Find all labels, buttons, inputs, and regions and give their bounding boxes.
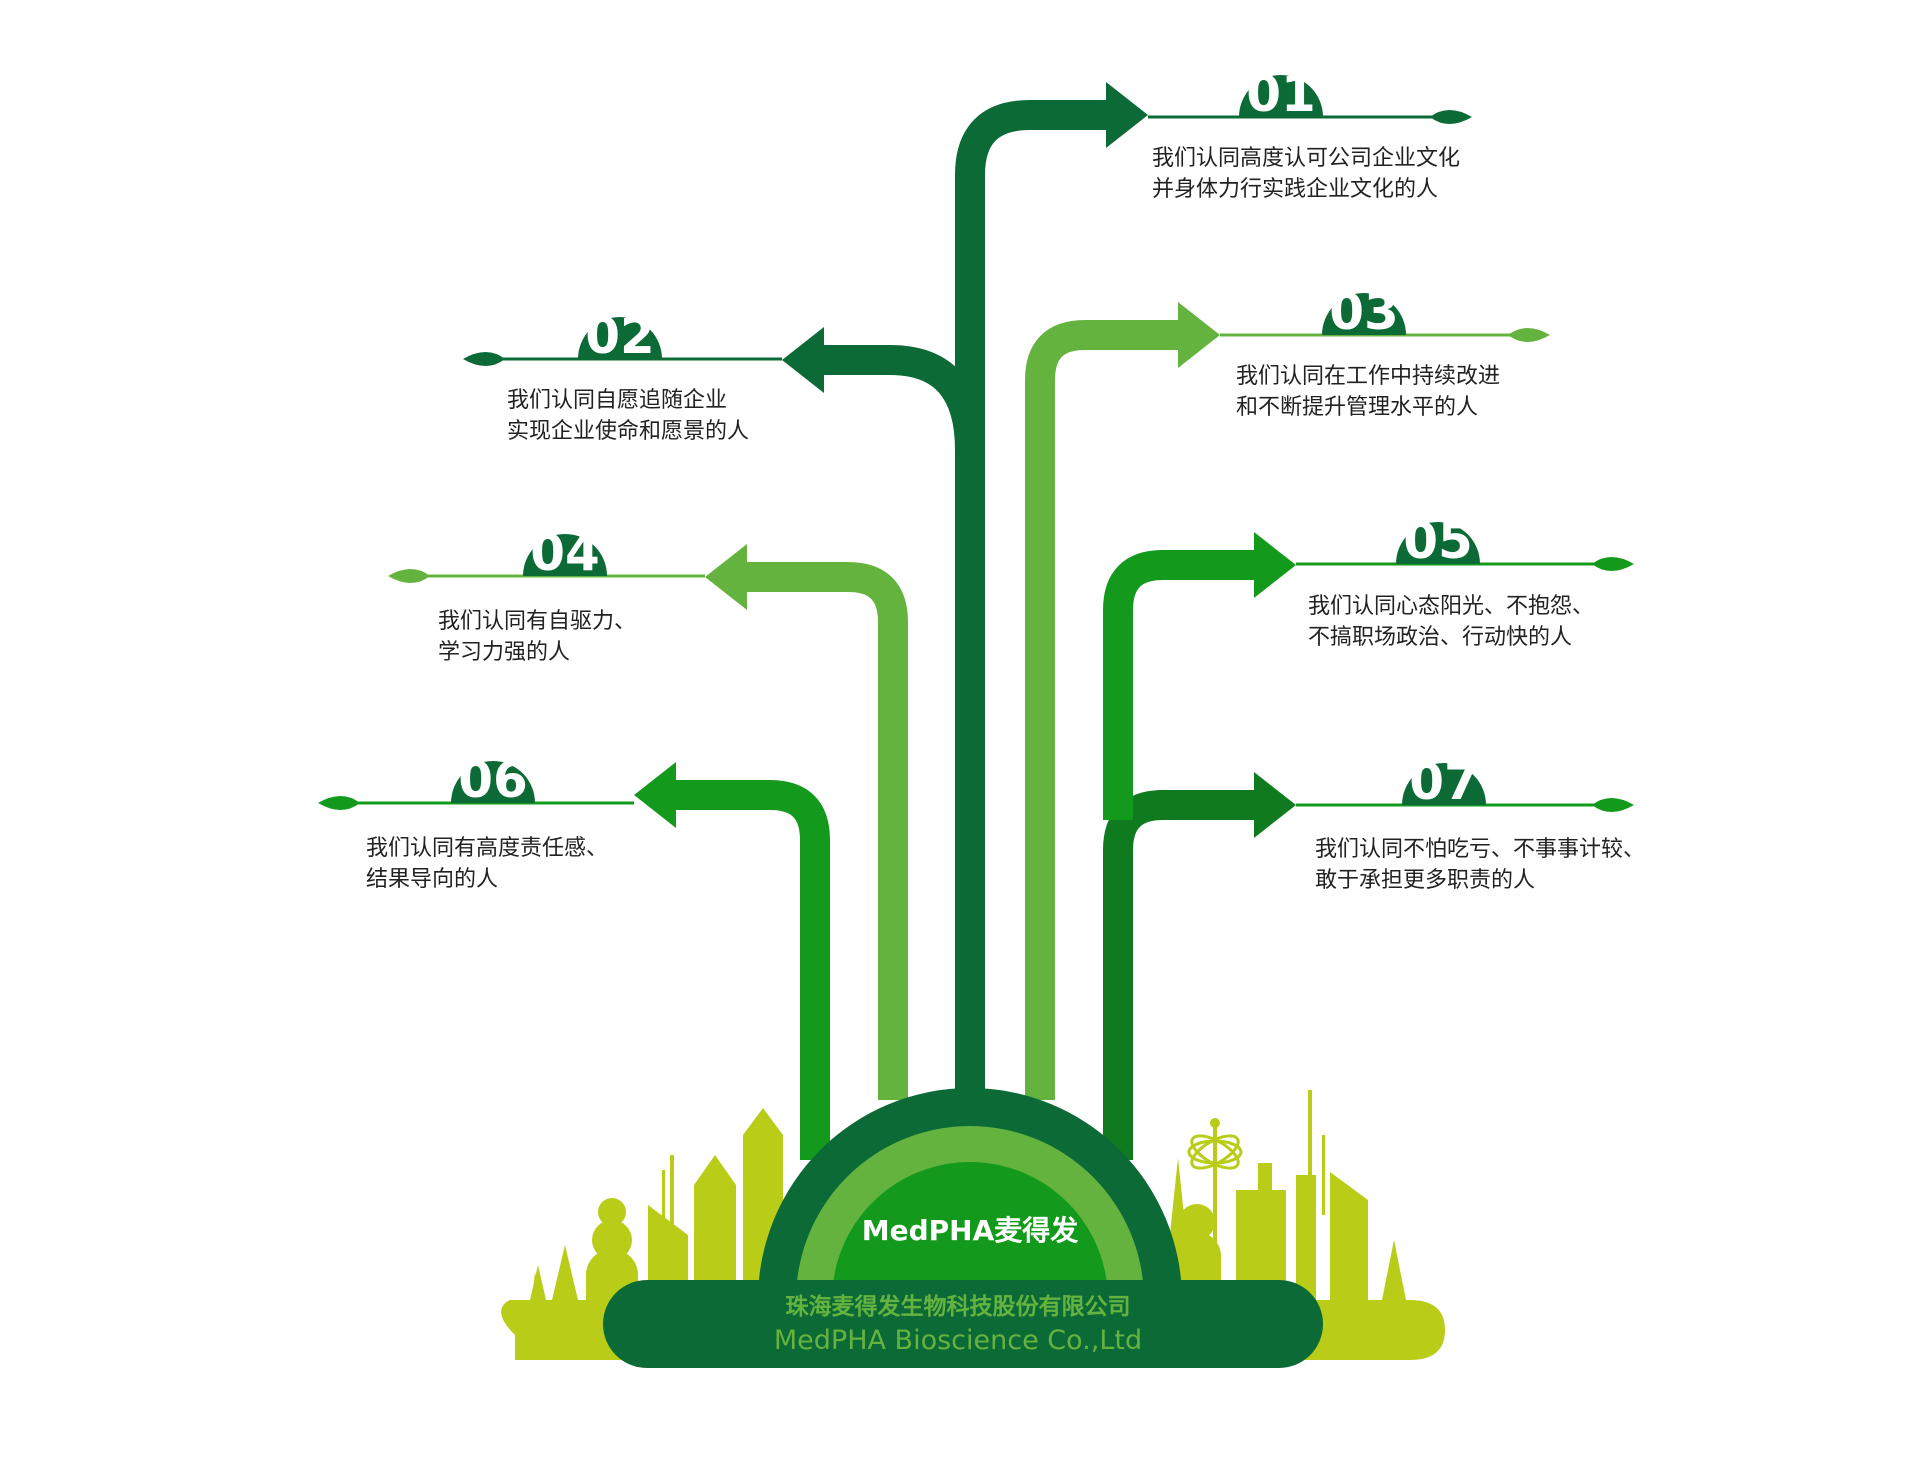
label-02-line1: 我们认同自愿追随企业 — [507, 388, 727, 413]
number-badges: 01 02 03 04 05 06 07 — [451, 65, 1486, 811]
bush-icon — [1179, 1204, 1215, 1240]
dome-inner — [832, 1162, 1108, 1300]
branch-07-trunk — [1103, 790, 1258, 1160]
label-01-line2: 并身体力行实践企业文化的人 — [1152, 177, 1438, 202]
arrow-heads — [634, 82, 1296, 838]
leaf-04-icon — [388, 569, 430, 583]
leaf-05-icon — [1592, 557, 1634, 571]
label-04-line2: 学习力强的人 — [438, 640, 570, 665]
tower-ring — [1190, 1134, 1240, 1170]
label-03-line2: 和不断提升管理水平的人 — [1236, 395, 1478, 420]
label-04-line1: 我们认同有自驱力、 — [438, 609, 636, 634]
arrow-02-icon — [782, 327, 824, 393]
building — [1330, 1172, 1368, 1300]
antenna — [670, 1155, 674, 1235]
building — [1296, 1175, 1316, 1300]
branch-06-trunk — [672, 780, 830, 1160]
label-05-line1: 我们认同心态阳光、不抱怨、 — [1308, 594, 1594, 619]
branch-04-trunk — [743, 562, 908, 1100]
badge-01-number: 01 — [1246, 65, 1316, 123]
company-banner: 珠海麦得发生物科技股份有限公司 MedPHA Bioscience Co.,Lt… — [603, 1280, 1323, 1368]
company-name-cn: 珠海麦得发生物科技股份有限公司 — [786, 1293, 1131, 1320]
leaf-02-icon — [463, 352, 505, 366]
building — [648, 1205, 688, 1300]
badge-02-number: 02 — [585, 307, 655, 365]
leaf-03-icon — [1508, 328, 1550, 342]
branch-01-trunk — [955, 100, 1110, 1100]
tv-tower — [1213, 1125, 1217, 1300]
bush-icon — [592, 1220, 632, 1260]
badge-03-number: 03 — [1329, 283, 1399, 341]
branch-05-trunk — [1103, 550, 1258, 820]
label-07-line2: 敢于承担更多职责的人 — [1315, 868, 1535, 893]
building — [1258, 1163, 1272, 1193]
base-dome: MedPHA麦得发 — [758, 1088, 1182, 1300]
branch-labels: 我们认同高度认可公司企业文化 并身体力行实践企业文化的人 我们认同自愿追随企业 … — [366, 146, 1645, 893]
bush-icon — [598, 1198, 626, 1226]
badge-07 — [1402, 763, 1486, 805]
label-05-line2: 不搞职场政治、行动快的人 — [1308, 625, 1572, 650]
arrow-03-icon — [1178, 302, 1220, 368]
antenna — [662, 1170, 665, 1230]
company-name-en: MedPHA Bioscience Co.,Ltd — [774, 1325, 1142, 1356]
label-06-line1: 我们认同有高度责任感、 — [366, 836, 608, 861]
badge-02 — [578, 317, 662, 359]
tree-icon — [530, 1265, 546, 1300]
label-01-line1: 我们认同高度认可公司企业文化 — [1152, 146, 1460, 171]
branch-03-trunk — [1025, 320, 1182, 1100]
leaf-07-icon — [1592, 798, 1634, 812]
antenna — [1322, 1135, 1325, 1215]
tree-icon — [1382, 1240, 1406, 1300]
badge-06-number: 06 — [458, 751, 528, 809]
label-02-line2: 实现企业使命和愿景的人 — [507, 419, 749, 444]
badge-04 — [523, 534, 607, 576]
branches — [672, 100, 1258, 1160]
tree-icon — [552, 1245, 578, 1300]
label-07-line1: 我们认同不怕吃亏、不事事计较、 — [1315, 837, 1645, 862]
leaf-06-icon — [318, 796, 360, 810]
building — [694, 1155, 736, 1300]
label-03-line1: 我们认同在工作中持续改进 — [1236, 364, 1500, 389]
badge-07-number: 07 — [1409, 753, 1479, 811]
badge-03 — [1322, 293, 1406, 335]
badge-04-number: 04 — [530, 524, 600, 582]
badge-06 — [451, 761, 535, 803]
arrow-01-icon — [1106, 82, 1148, 148]
badge-01 — [1239, 75, 1323, 117]
arrow-06-icon — [634, 762, 676, 828]
badge-05-number: 05 — [1403, 512, 1473, 570]
arrow-04-icon — [705, 544, 747, 610]
badge-05 — [1396, 522, 1480, 564]
tower-ring — [1190, 1134, 1240, 1170]
company-pill — [603, 1280, 1323, 1368]
tower-top — [1210, 1118, 1220, 1128]
arrow-05-icon — [1254, 532, 1296, 598]
branch-02-trunk — [820, 345, 985, 451]
label-06-line2: 结果导向的人 — [366, 867, 498, 892]
antenna — [1308, 1090, 1312, 1180]
medpha-logo-icon: MedPHA麦得发 — [862, 1214, 1079, 1247]
leaf-01-icon — [1430, 110, 1472, 124]
arrow-07-icon — [1254, 772, 1296, 838]
